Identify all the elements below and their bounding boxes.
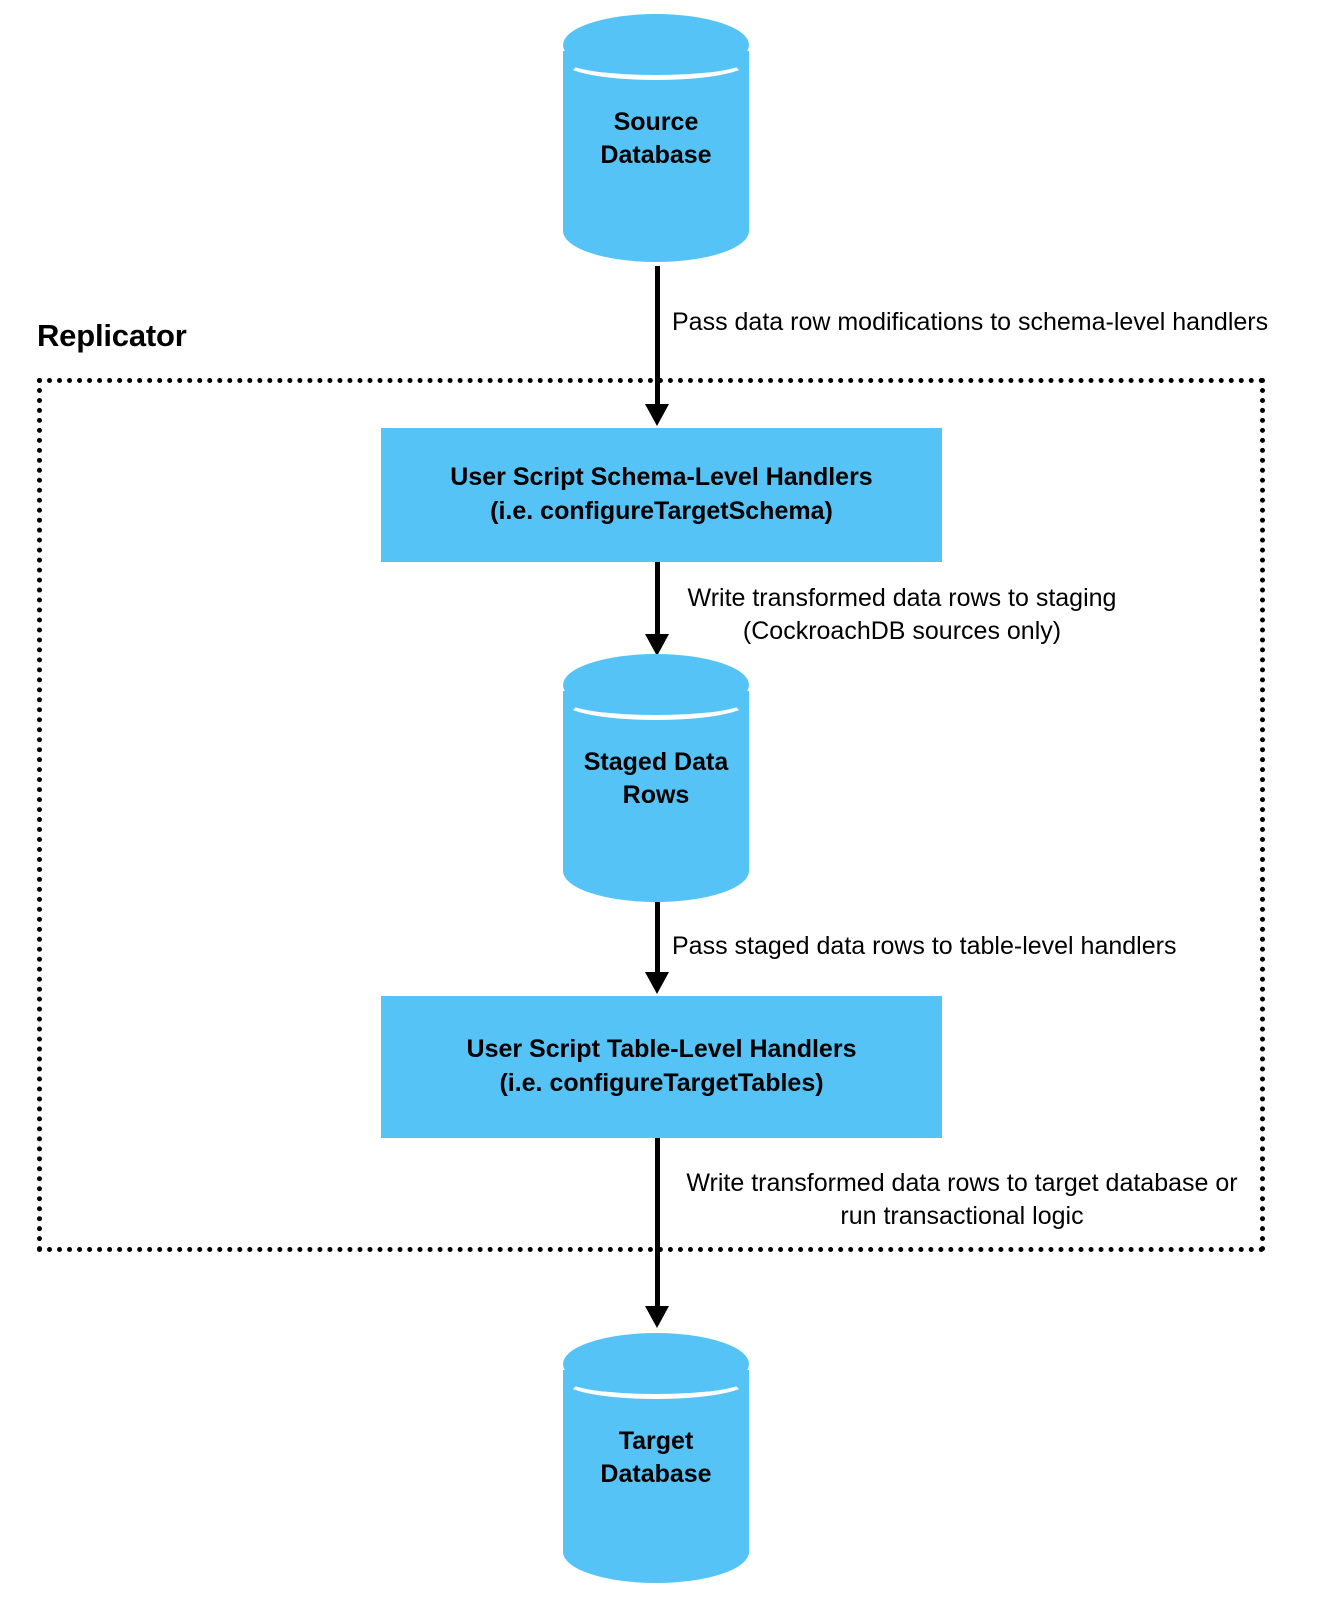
edge-label-schema-to-staged: Write transformed data rows to staging (… xyxy=(687,584,1117,645)
node-label-source-database: Source Database xyxy=(600,108,712,169)
cylinder-rim-highlight xyxy=(563,44,749,80)
replicator-boundary-box xyxy=(37,378,1265,1252)
edge-label-staged-to-table: Pass staged data rows to table-level han… xyxy=(672,932,1177,960)
arrow-line-source-to-schema xyxy=(655,266,660,406)
arrow-head-staged-to-table xyxy=(645,972,669,994)
node-source-database: Source Database xyxy=(563,14,749,264)
arrow-head-source-to-schema xyxy=(645,404,669,426)
node-staged-data-rows: Staged Data Rows xyxy=(563,654,749,904)
cylinder-rim-highlight xyxy=(563,684,749,720)
node-target-database: Target Database xyxy=(563,1333,749,1585)
edge-label-table-to-target: Write transformed data rows to target da… xyxy=(686,1169,1238,1230)
node-table-level-handlers: User Script Table-Level Handlers (i.e. c… xyxy=(381,996,942,1138)
node-label-target-database: Target Database xyxy=(600,1427,712,1488)
edge-label-source-to-schema: Pass data row modifications to schema-le… xyxy=(672,308,1269,336)
replicator-boundary-label: Replicator xyxy=(37,318,187,353)
arrow-line-staged-to-table xyxy=(655,902,660,976)
cylinder-body xyxy=(563,51,749,262)
arrow-head-schema-to-staged xyxy=(645,634,669,656)
node-label-staged-data-rows: Staged Data Rows xyxy=(583,748,729,809)
node-label-table-level-handlers: User Script Table-Level Handlers (i.e. c… xyxy=(466,1035,857,1097)
cylinder-body xyxy=(563,691,749,902)
cylinder-rim-highlight xyxy=(563,1363,749,1399)
node-label-schema-level-handlers: User Script Schema-Level Handlers (i.e. … xyxy=(450,463,873,525)
arrow-head-table-to-target xyxy=(645,1306,669,1328)
cylinder-body xyxy=(563,1370,749,1583)
node-schema-level-handlers: User Script Schema-Level Handlers (i.e. … xyxy=(381,428,942,562)
arrow-line-table-to-target xyxy=(655,1138,660,1308)
arrow-line-schema-to-staged xyxy=(655,562,660,650)
